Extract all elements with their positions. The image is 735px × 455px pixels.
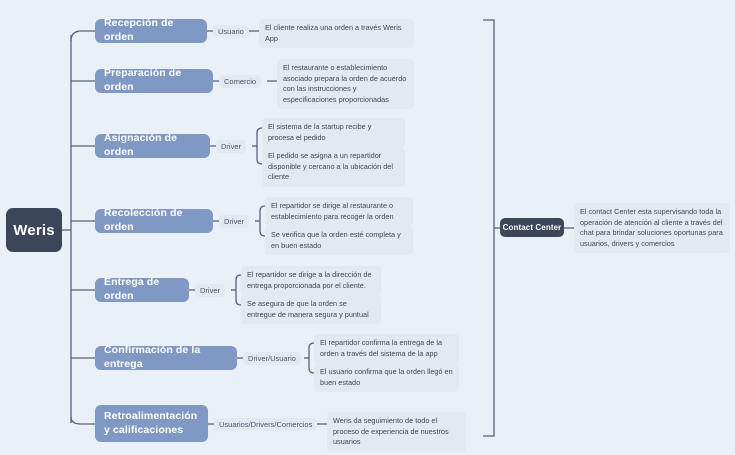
branch-node-recoleccion-de-orden[interactable]: Recolección de orden [95,207,213,233]
detail-box: Se asegura de que la orden se entregue d… [241,295,381,325]
role-pill-driver[interactable]: Driver [219,214,249,228]
detail-text: El repartidor se dirige al restaurante o… [271,201,394,221]
detail-box: El cliente realiza una orden a través We… [259,19,414,49]
detail-box: El repartidor se dirige a la dirección d… [241,266,381,296]
role-pill-label: Driver [221,141,241,151]
right-bracket-line [483,19,495,437]
detail-text: El cliente realiza una orden a través We… [265,23,402,43]
branch-line-1 [70,30,95,42]
contact-center-detail-text: El contact Center esta supervisando toda… [580,207,723,248]
role-pill-label: Usuario [218,26,244,36]
branch-node-label: Confirmación de la entrega [104,344,201,370]
branch-node-retroalimentacion-y-calificaciones[interactable]: Retroalimentación y calificaciones [95,405,208,442]
detail-box: El sistema de la startup recibe y proces… [262,118,405,148]
branch-node-entrega-de-orden[interactable]: Entrega de orden [95,276,189,302]
contact-center-detail-box: El contact Center esta supervisando toda… [574,203,729,254]
root-node-label: Weris [13,221,55,239]
branch-node-label: Entrega de orden [104,276,160,302]
contact-center-label: Contact Center [502,223,562,232]
detail-box: El restaurante o establecimiento asociad… [277,59,414,110]
detail-text: El repartidor confirma la entrega de la … [320,338,443,358]
detail-text: El restaurante o establecimiento asociad… [283,63,407,104]
detail-box: El pedido se asigna a un repartidor disp… [262,147,405,187]
role-pill-driver[interactable]: Driver [216,139,246,153]
detail-box: El usuario confirma que la orden llegó e… [314,363,459,393]
branch-line-7 [70,416,95,425]
branch-node-asignacion-de-orden[interactable]: Asignación de orden [95,132,210,158]
detail-box: El repartidor se dirige al restaurante o… [265,197,413,227]
detail-text: Se verifica que la orden esté completa y… [271,230,401,250]
role-pill-usuarios-drivers-comercios[interactable]: Usuarios/Drivers/Comercios [214,417,318,431]
branch-node-label: Recolección de orden [104,207,183,233]
detail-text: Se asegura de que la orden se entregue d… [247,299,369,319]
contact-center-node[interactable]: Contact Center [500,218,564,237]
role-pill-comercio[interactable]: Comercio [219,74,262,88]
detail-text: El repartidor se dirige a la dirección d… [247,270,372,290]
detail-box: Se verifica que la orden esté completa y… [265,226,413,256]
role-pill-label: Driver [224,216,244,226]
branch-node-label: Retroalimentación y calificaciones [104,409,198,436]
role-pill-usuario[interactable]: Usuario [213,24,249,38]
branch-node-label: Preparación de orden [104,67,182,93]
detail-text: Weris da seguimiento de todo el proceso … [333,416,449,447]
branch-node-label: Recepción de orden [104,17,174,43]
role-pill-label: Usuarios/Drivers/Comercios [219,419,313,429]
branch-node-confirmacion-de-la-entrega[interactable]: Confirmación de la entrega [95,344,237,370]
role-pill-label: Driver/Usuario [248,353,296,363]
root-node[interactable]: Weris [6,208,62,252]
role-pill-label: Driver [200,285,220,295]
role-pill-driver[interactable]: Driver [195,283,225,297]
detail-box: El repartidor confirma la entrega de la … [314,334,459,364]
role-pill-label: Comercio [224,76,257,86]
branch-node-preparacion-de-orden[interactable]: Preparación de orden [95,67,213,93]
detail-text: El usuario confirma que la orden llegó e… [320,367,453,387]
branch-node-label: Asignación de orden [104,132,178,158]
role-pill-driver-usuario[interactable]: Driver/Usuario [243,351,301,365]
detail-box: Weris da seguimiento de todo el proceso … [327,412,466,452]
detail-text: El pedido se asigna a un repartidor disp… [268,151,393,182]
detail-text: El sistema de la startup recibe y proces… [268,122,372,142]
branch-node-recepcion-de-orden[interactable]: Recepción de orden [95,17,207,43]
